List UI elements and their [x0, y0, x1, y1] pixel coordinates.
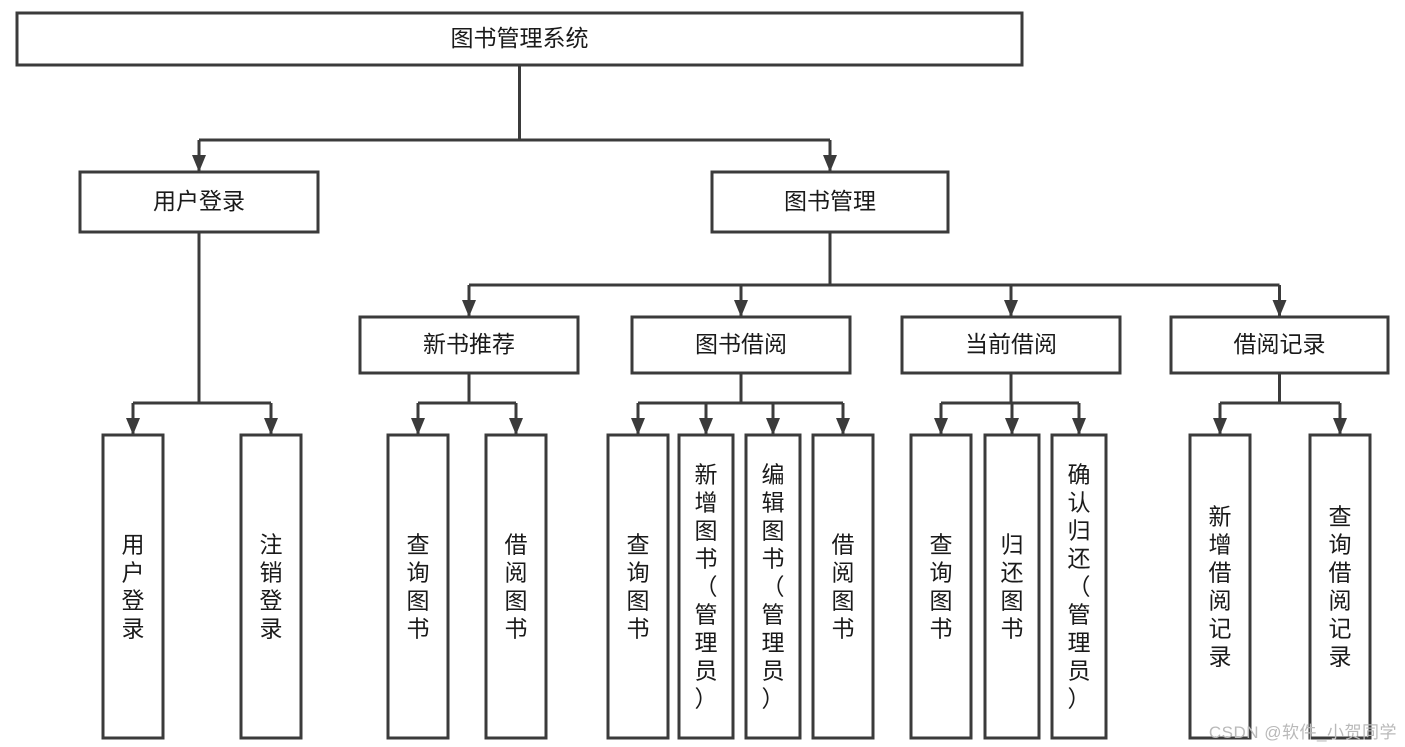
node-label: 查询图书: [930, 531, 953, 641]
node-box: [1169, 315, 1390, 375]
node-leaf-borrow-book-2[interactable]: 借阅图书: [811, 433, 875, 740]
node-label: 借阅图书: [832, 531, 855, 641]
node-user-login[interactable]: 用户登录: [78, 170, 320, 234]
node-leaf-logout[interactable]: 注销登录: [239, 433, 303, 740]
node-box: [78, 170, 320, 234]
node-label: 图书管理: [784, 188, 876, 214]
node-new-book-rec[interactable]: 新书推荐: [358, 315, 580, 375]
node-box: [15, 11, 1024, 67]
node-box: [386, 433, 450, 740]
node-book-borrow[interactable]: 图书借阅: [630, 315, 852, 375]
node-box: [358, 315, 580, 375]
node-label: 查询借阅记录: [1329, 503, 1352, 669]
node-box: [484, 433, 548, 740]
node-label: 编辑图书（管理员）: [762, 461, 785, 711]
node-leaf-query-book-3[interactable]: 查询图书: [909, 433, 973, 740]
node-box: [1188, 433, 1252, 740]
node-leaf-user-login[interactable]: 用户登录: [101, 433, 165, 740]
node-box: [900, 315, 1122, 375]
node-label: 借阅记录: [1234, 331, 1326, 357]
node-root[interactable]: 图书管理系统: [15, 11, 1024, 67]
node-layer: 图书管理系统用户登录图书管理新书推荐图书借阅当前借阅借阅记录用户登录注销登录查询…: [15, 11, 1390, 740]
node-box: [811, 433, 875, 740]
node-label: 用户登录: [153, 188, 245, 214]
node-borrow-record[interactable]: 借阅记录: [1169, 315, 1390, 375]
node-label: 确认归还（管理员）: [1068, 461, 1091, 711]
node-leaf-query-book-1[interactable]: 查询图书: [386, 433, 450, 740]
node-label: 查询图书: [407, 531, 430, 641]
node-label: 借阅图书: [505, 531, 528, 641]
node-box: [710, 170, 950, 234]
node-box: [677, 433, 735, 740]
node-box: [983, 433, 1041, 740]
node-leaf-confirm-return[interactable]: 确认归还（管理员）: [1050, 433, 1108, 740]
connector-layer: [126, 65, 1347, 435]
node-label: 查询图书: [627, 531, 650, 641]
node-label: 新书推荐: [423, 331, 515, 357]
node-label: 图书借阅: [695, 331, 787, 357]
node-label: 注销登录: [260, 531, 283, 641]
node-box: [239, 433, 303, 740]
node-leaf-borrow-book-1[interactable]: 借阅图书: [484, 433, 548, 740]
node-leaf-query-record[interactable]: 查询借阅记录: [1308, 433, 1372, 740]
node-label: 新增图书（管理员）: [695, 461, 718, 711]
node-leaf-query-book-2[interactable]: 查询图书: [606, 433, 670, 740]
node-leaf-add-book[interactable]: 新增图书（管理员）: [677, 433, 735, 740]
node-box: [606, 433, 670, 740]
node-leaf-add-record[interactable]: 新增借阅记录: [1188, 433, 1252, 740]
node-box: [909, 433, 973, 740]
node-box: [744, 433, 802, 740]
node-leaf-return-book[interactable]: 归还图书: [983, 433, 1041, 740]
node-box: [1050, 433, 1108, 740]
node-label: 图书管理系统: [451, 25, 589, 51]
node-label: 新增借阅记录: [1209, 503, 1232, 669]
node-label: 用户登录: [122, 531, 145, 641]
node-current-borrow[interactable]: 当前借阅: [900, 315, 1122, 375]
node-leaf-edit-book[interactable]: 编辑图书（管理员）: [744, 433, 802, 740]
node-box: [1308, 433, 1372, 740]
node-box: [630, 315, 852, 375]
node-label: 归还图书: [1001, 531, 1024, 641]
node-label: 当前借阅: [965, 331, 1057, 357]
node-book-manage[interactable]: 图书管理: [710, 170, 950, 234]
node-box: [101, 433, 165, 740]
